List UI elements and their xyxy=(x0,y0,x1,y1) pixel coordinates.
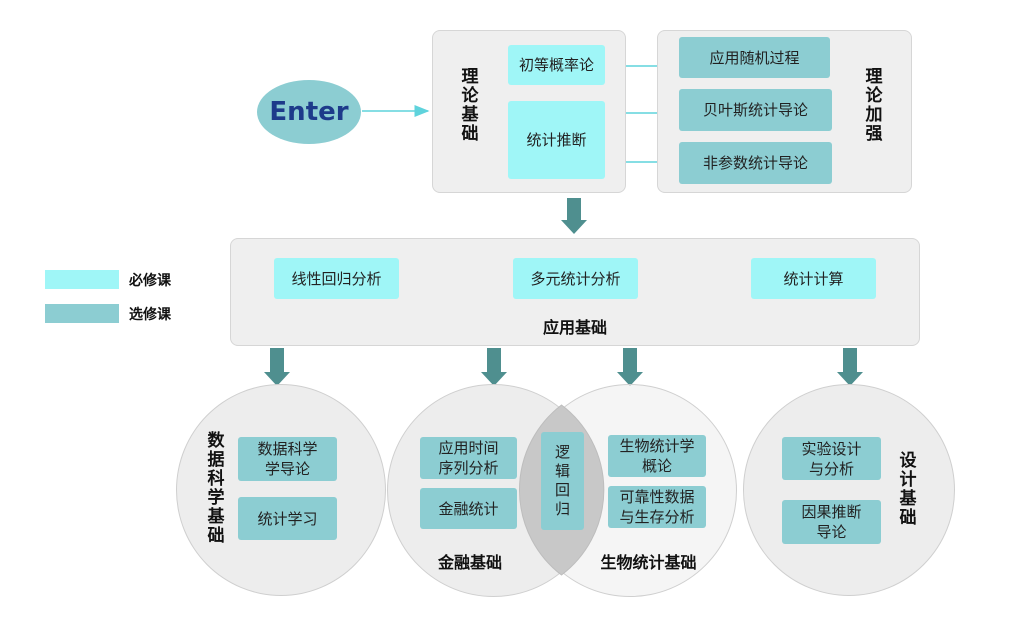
course-logistic-regression[interactable]: 逻辑回归 xyxy=(541,432,584,530)
legend-required-label: 必修课 xyxy=(129,273,171,289)
course-biostatistics-intro[interactable]: 生物统计学概论 xyxy=(608,435,706,477)
down-arrow-data-science xyxy=(264,348,290,386)
applied-title: 应用基础 xyxy=(542,318,607,337)
down-arrow-finance xyxy=(481,348,507,386)
legend-elective-swatch xyxy=(45,304,119,323)
course-nonparametric-statistics[interactable]: 非参数统计导论 xyxy=(679,142,832,184)
course-biostatistics-intro-label: 生物统计学概论 xyxy=(619,437,695,475)
course-experimental-design[interactable]: 实验设计与分析 xyxy=(782,437,881,480)
enter-label: Enter xyxy=(269,97,349,127)
block-arrows xyxy=(264,198,863,386)
course-time-series[interactable]: 应用时间序列分析 xyxy=(420,437,517,479)
down-arrow-theory xyxy=(561,198,587,234)
course-statistical-inference[interactable]: 统计推断 xyxy=(508,101,605,179)
down-arrow-biostat xyxy=(617,348,643,386)
legend-elective-label: 选修课 xyxy=(129,307,171,323)
advanced-title: 理论加强 xyxy=(865,67,883,144)
design-circle xyxy=(743,384,955,596)
course-time-series-label: 应用时间序列分析 xyxy=(438,439,499,477)
course-statistical-learning[interactable]: 统计学习 xyxy=(238,497,337,540)
enter-node[interactable]: Enter xyxy=(257,80,361,144)
data-science-title: 数据科学基础 xyxy=(207,431,225,546)
course-reliability-survival-label: 可靠性数据与生存分析 xyxy=(619,488,695,526)
course-reliability-survival[interactable]: 可靠性数据与生存分析 xyxy=(608,486,706,528)
course-causal-inference-label: 因果推断导论 xyxy=(801,503,862,541)
data-science-circle xyxy=(176,384,386,596)
course-causal-inference[interactable]: 因果推断导论 xyxy=(782,500,881,544)
course-applied-stochastic-process[interactable]: 应用随机过程 xyxy=(679,37,830,78)
course-experimental-design-label: 实验设计与分析 xyxy=(801,439,862,478)
theory-title: 理论基础 xyxy=(461,67,479,144)
course-linear-regression[interactable]: 线性回归分析 xyxy=(274,258,399,299)
course-data-science-intro-label: 数据科学学导论 xyxy=(257,440,318,478)
design-title: 设计基础 xyxy=(899,451,917,528)
course-statistical-computing[interactable]: 统计计算 xyxy=(751,258,876,299)
course-bayesian-statistics[interactable]: 贝叶斯统计导论 xyxy=(679,89,832,131)
course-elementary-probability[interactable]: 初等概率论 xyxy=(508,45,605,85)
down-arrow-design xyxy=(837,348,863,386)
biostat-title: 生物统计基础 xyxy=(600,553,697,572)
course-financial-statistics[interactable]: 金融统计 xyxy=(420,488,517,529)
finance-title: 金融基础 xyxy=(437,553,502,572)
course-data-science-intro[interactable]: 数据科学学导论 xyxy=(238,437,337,481)
course-logistic-regression-label: 逻辑回归 xyxy=(554,443,570,518)
legend-required-swatch xyxy=(45,270,119,289)
course-multivariate-analysis[interactable]: 多元统计分析 xyxy=(513,258,638,299)
